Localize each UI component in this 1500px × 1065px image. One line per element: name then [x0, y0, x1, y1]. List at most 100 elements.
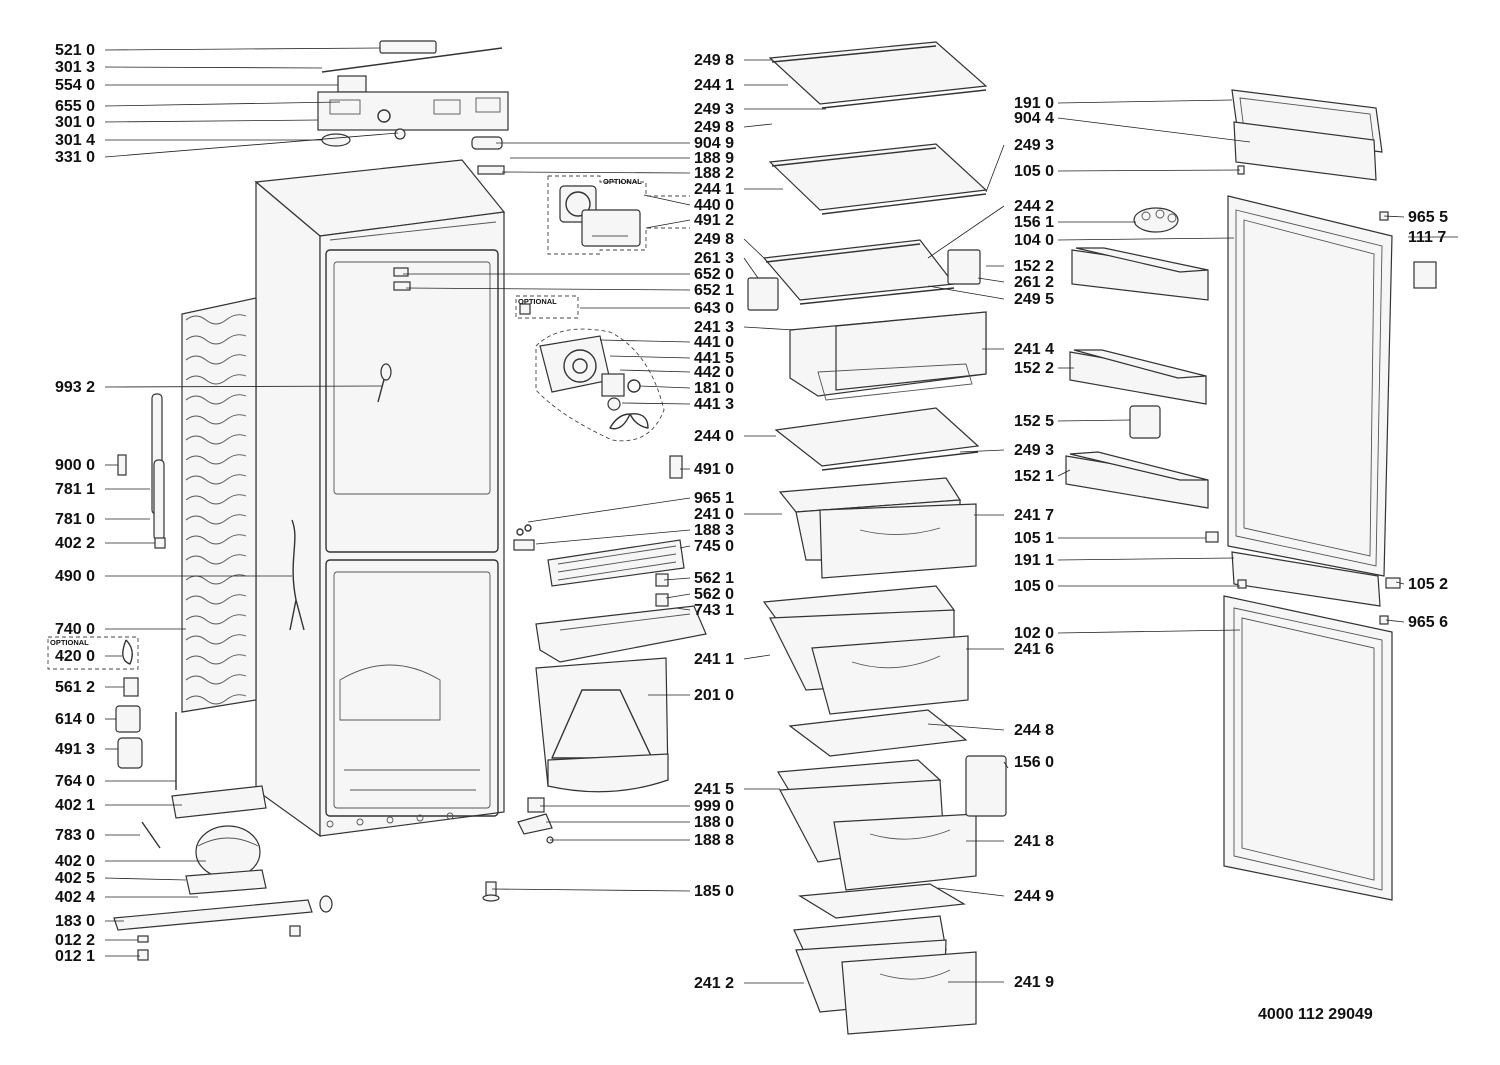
- leader-line: [1385, 619, 1405, 623]
- leader-line: [1383, 215, 1405, 218]
- part-label: 188 3: [694, 522, 734, 539]
- part-label: 904 9: [694, 135, 734, 152]
- leader-lines: [104, 47, 1458, 984]
- part-label: 745 0: [694, 538, 734, 555]
- leader-line: [663, 577, 691, 581]
- part-label: 301 0: [55, 114, 95, 131]
- part-label: 783 0: [55, 827, 95, 844]
- part-label: 188 2: [694, 165, 734, 182]
- leader-line: [405, 287, 691, 291]
- part-label: 152 1: [1014, 468, 1054, 485]
- glass-shelf-1: [768, 41, 988, 109]
- diagram-reference-number: 4000 112 29049: [1258, 1006, 1373, 1023]
- part-label: 440 0: [694, 197, 734, 214]
- part-label: 402 1: [55, 797, 95, 814]
- leader-line: [675, 607, 691, 611]
- part-label: 241 0: [694, 506, 734, 523]
- part-label: 442 0: [694, 364, 734, 381]
- part-label: 441 0: [694, 334, 734, 351]
- glass-shelf-3: [747, 239, 981, 311]
- part-label: 241 8: [1014, 833, 1054, 850]
- optional-tag: OPTIONAL: [50, 638, 89, 647]
- lower-door: [1223, 595, 1393, 901]
- leader-line: [609, 355, 691, 359]
- part-label: 652 0: [694, 266, 734, 283]
- part-label: 244 1: [694, 181, 734, 198]
- part-label: 241 2: [694, 975, 734, 992]
- leader-line: [985, 144, 1005, 193]
- leader-line: [643, 194, 691, 206]
- door-bins: [1065, 247, 1219, 543]
- leader-line: [743, 257, 759, 279]
- leader-line: [1057, 237, 1235, 241]
- leader-line: [104, 877, 187, 881]
- part-label: 965 6: [1408, 614, 1448, 631]
- part-label: 491 2: [694, 212, 734, 229]
- optional-tag: OPTIONAL: [518, 297, 557, 306]
- leader-line: [1057, 169, 1241, 172]
- leader-line: [645, 219, 691, 229]
- leader-line: [639, 385, 691, 389]
- freezer-drawer-1: [762, 585, 969, 715]
- optional-fan-module-top: OPTIONAL: [547, 175, 690, 255]
- part-label: 249 8: [694, 231, 734, 248]
- part-label: 491 0: [694, 461, 734, 478]
- part-label: 105 0: [1014, 163, 1054, 180]
- leader-line: [535, 529, 691, 545]
- leader-line: [1003, 761, 1009, 769]
- part-label: 441 5: [694, 350, 734, 367]
- leader-line: [501, 171, 691, 174]
- leader-line: [679, 545, 691, 549]
- evaporator-parts: [513, 455, 707, 663]
- part-label: 241 5: [694, 781, 734, 798]
- part-label: 993 2: [55, 379, 95, 396]
- rear-small-parts: [113, 393, 333, 961]
- part-label: 244 9: [1014, 888, 1054, 905]
- part-label: 152 5: [1014, 413, 1054, 430]
- part-label: 249 3: [694, 101, 734, 118]
- part-label: 562 0: [694, 586, 734, 603]
- part-label: 614 0: [55, 711, 95, 728]
- air-duct-cover: [535, 657, 669, 793]
- part-label: 183 0: [55, 913, 95, 930]
- part-label: 491 3: [55, 741, 95, 758]
- part-label: 781 0: [55, 511, 95, 528]
- part-label: 244 0: [694, 428, 734, 445]
- glass-shelf-2: [768, 143, 988, 215]
- freezer-drawer-3: [793, 915, 977, 1035]
- leader-line: [104, 132, 399, 158]
- part-label: 104 0: [1014, 232, 1054, 249]
- part-label: 105 2: [1408, 576, 1448, 593]
- leader-line: [527, 497, 691, 523]
- leader-line: [1057, 99, 1233, 104]
- leader-line: [743, 654, 771, 660]
- part-label: 900 0: [55, 457, 95, 474]
- part-label: 201 0: [694, 687, 734, 704]
- leader-line: [927, 723, 1005, 731]
- leader-line: [599, 339, 691, 343]
- part-label: 402 5: [55, 870, 95, 887]
- part-label: 441 3: [694, 396, 734, 413]
- leader-line: [621, 402, 691, 405]
- part-label: 012 1: [55, 948, 95, 965]
- part-label: 402 0: [55, 853, 95, 870]
- part-label: 904 4: [1014, 110, 1054, 127]
- part-label: 188 8: [694, 832, 734, 849]
- part-label: 301 4: [55, 132, 95, 149]
- part-label: 241 3: [694, 319, 734, 336]
- part-label: 191 1: [1014, 552, 1054, 569]
- part-label: 111 7: [1408, 229, 1446, 246]
- optional-tag: OPTIONAL: [603, 177, 642, 186]
- leader-line: [104, 66, 323, 69]
- part-label: 249 5: [1014, 291, 1054, 308]
- part-label: 402 4: [55, 889, 95, 906]
- leader-line: [1057, 469, 1071, 477]
- part-label: 402 2: [55, 535, 95, 552]
- part-label: 105 0: [1014, 578, 1054, 595]
- glass-shelf-6: [798, 883, 966, 919]
- part-label: 420 0: [55, 648, 95, 665]
- part-label: 965 5: [1408, 209, 1448, 226]
- part-label: 188 9: [694, 150, 734, 167]
